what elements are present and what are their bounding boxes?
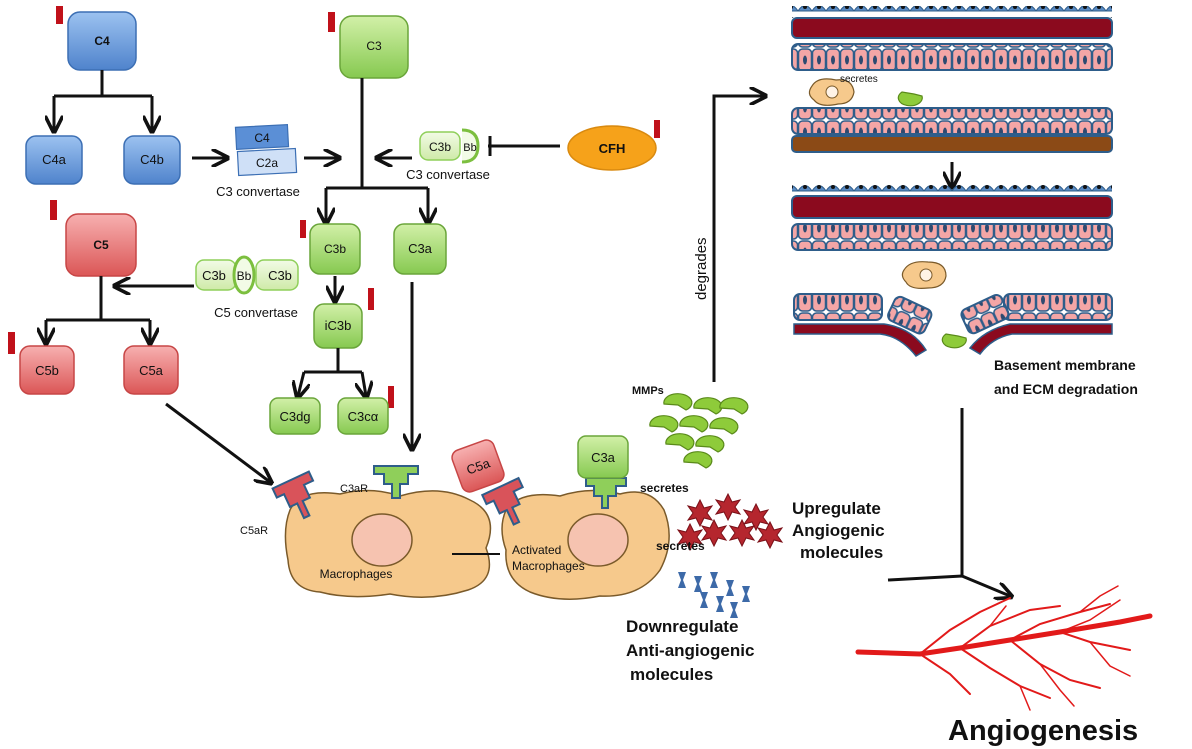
vessel-degrading bbox=[791, 184, 1113, 357]
node-c3dg-label: C3dg bbox=[279, 409, 310, 424]
node-c5b-label: C5b bbox=[35, 363, 59, 378]
activated-label-2: Macrophages bbox=[512, 559, 585, 573]
node-c3b-label: C3b bbox=[324, 242, 346, 256]
marker-c3ca bbox=[388, 386, 394, 408]
bound-c3a-label: C3a bbox=[591, 450, 616, 465]
c5conv-right-label: C3b bbox=[268, 268, 292, 283]
downregulate-line-2: Anti-angiogenic bbox=[626, 641, 754, 660]
vessel-middle bbox=[791, 107, 1113, 153]
bound-c5a: C5a bbox=[451, 439, 505, 493]
anti-angiogenic-molecules bbox=[678, 572, 750, 618]
c5conv-left-label: C3b bbox=[202, 268, 226, 283]
node-c3b[interactable] bbox=[309, 223, 361, 275]
basement-label-1: Basement membrane bbox=[994, 357, 1136, 373]
node-c4a-label: C4a bbox=[42, 152, 67, 167]
marker-ic3b bbox=[368, 288, 374, 310]
node-c3a-label: C3a bbox=[408, 241, 433, 256]
c3ar-receptor bbox=[373, 465, 419, 499]
node-cfh-label: CFH bbox=[599, 141, 626, 156]
c4c2a-top-label: C4 bbox=[254, 131, 270, 145]
macrophage-activated: Activated Macrophages C3a C5a bbox=[451, 435, 670, 600]
marker-c5 bbox=[50, 200, 57, 220]
degrades-label: degrades bbox=[693, 237, 710, 300]
mmps-cluster: MMPs bbox=[632, 385, 749, 469]
c3-convertase-alternative[interactable]: C3b Bb C3 convertase bbox=[378, 128, 490, 182]
node-c5a-label: C5a bbox=[139, 363, 164, 378]
c3-convertase-classical[interactable]: C4 C2a C3 convertase bbox=[216, 124, 300, 199]
vessel-intact bbox=[791, 6, 1113, 71]
c3bbb-left-label: C3b bbox=[429, 140, 451, 154]
angiogenesis-vessels bbox=[855, 585, 1153, 711]
node-c5a[interactable] bbox=[123, 345, 179, 395]
cfh-inhibition: CFH bbox=[488, 120, 660, 171]
upregulate-line-1: Upregulate bbox=[792, 499, 881, 518]
node-ic3b-label: iC3b bbox=[325, 318, 352, 333]
node-c4b-label: C4b bbox=[140, 152, 164, 167]
mmps-label: MMPs bbox=[632, 385, 664, 397]
downregulate-line-1: Downregulate bbox=[626, 617, 738, 636]
secretes-vessel-label: secretes bbox=[840, 74, 878, 85]
node-c3a[interactable] bbox=[393, 223, 447, 275]
c5ar-receptor bbox=[271, 470, 315, 520]
marker-c5b bbox=[8, 332, 15, 354]
secretes-label-1: secretes bbox=[640, 481, 689, 495]
macrophage-resting: Macrophages C3aR C5aR bbox=[240, 465, 492, 598]
node-c3[interactable] bbox=[339, 15, 409, 79]
c5conv-caption: C5 convertase bbox=[214, 305, 298, 320]
c5-convertase[interactable]: C3b Bb C3b C5 convertase bbox=[116, 255, 299, 320]
node-c4-label: C4 bbox=[94, 34, 110, 48]
upregulate-line-3: molecules bbox=[800, 543, 883, 562]
node-c3ca[interactable] bbox=[337, 397, 389, 435]
c5-branch: C5 C5b C5a bbox=[8, 200, 270, 482]
c5ar-label: C5aR bbox=[240, 525, 268, 537]
c4-branch: C4 C4a C4b bbox=[25, 6, 226, 185]
marker-cfh bbox=[654, 120, 660, 138]
secreting-cell: secretes bbox=[808, 74, 923, 107]
downregulate-line-3: molecules bbox=[630, 665, 713, 684]
c3ar-label: C3aR bbox=[340, 483, 368, 495]
node-c5-label: C5 bbox=[93, 238, 109, 252]
node-c3dg[interactable] bbox=[269, 397, 321, 435]
c3-branch: C3 C3b C3a iC3b C3dg C3cα bbox=[269, 12, 447, 448]
macrophages-label: Macrophages bbox=[320, 567, 393, 581]
c3bbb-caption: C3 convertase bbox=[406, 167, 490, 182]
bound-c3a bbox=[577, 435, 629, 479]
secretes-label-2: secretes bbox=[656, 539, 705, 553]
node-c4b[interactable] bbox=[123, 135, 181, 185]
angiogenic-molecules-cluster bbox=[676, 492, 784, 552]
marker-c3b bbox=[300, 220, 306, 238]
c4c2a-caption: C3 convertase bbox=[216, 184, 300, 199]
angiogenesis-title: Angiogenesis bbox=[948, 715, 1138, 747]
c5conv-mid-label: Bb bbox=[237, 269, 252, 283]
node-cfh[interactable] bbox=[567, 125, 657, 171]
basement-label-2: and ECM degradation bbox=[994, 381, 1138, 397]
upregulate-line-2: Angiogenic bbox=[792, 521, 885, 540]
node-c5b[interactable] bbox=[19, 345, 75, 395]
node-c4a[interactable] bbox=[25, 135, 83, 185]
marker-c3 bbox=[328, 12, 335, 32]
c3bbb-right-label: Bb bbox=[463, 142, 476, 154]
marker-c4 bbox=[56, 6, 63, 24]
c4c2a-bottom-label: C2a bbox=[256, 156, 278, 170]
node-c3-label: C3 bbox=[366, 39, 382, 53]
activated-label-1: Activated bbox=[512, 543, 561, 557]
node-c3ca-label: C3cα bbox=[348, 409, 379, 424]
